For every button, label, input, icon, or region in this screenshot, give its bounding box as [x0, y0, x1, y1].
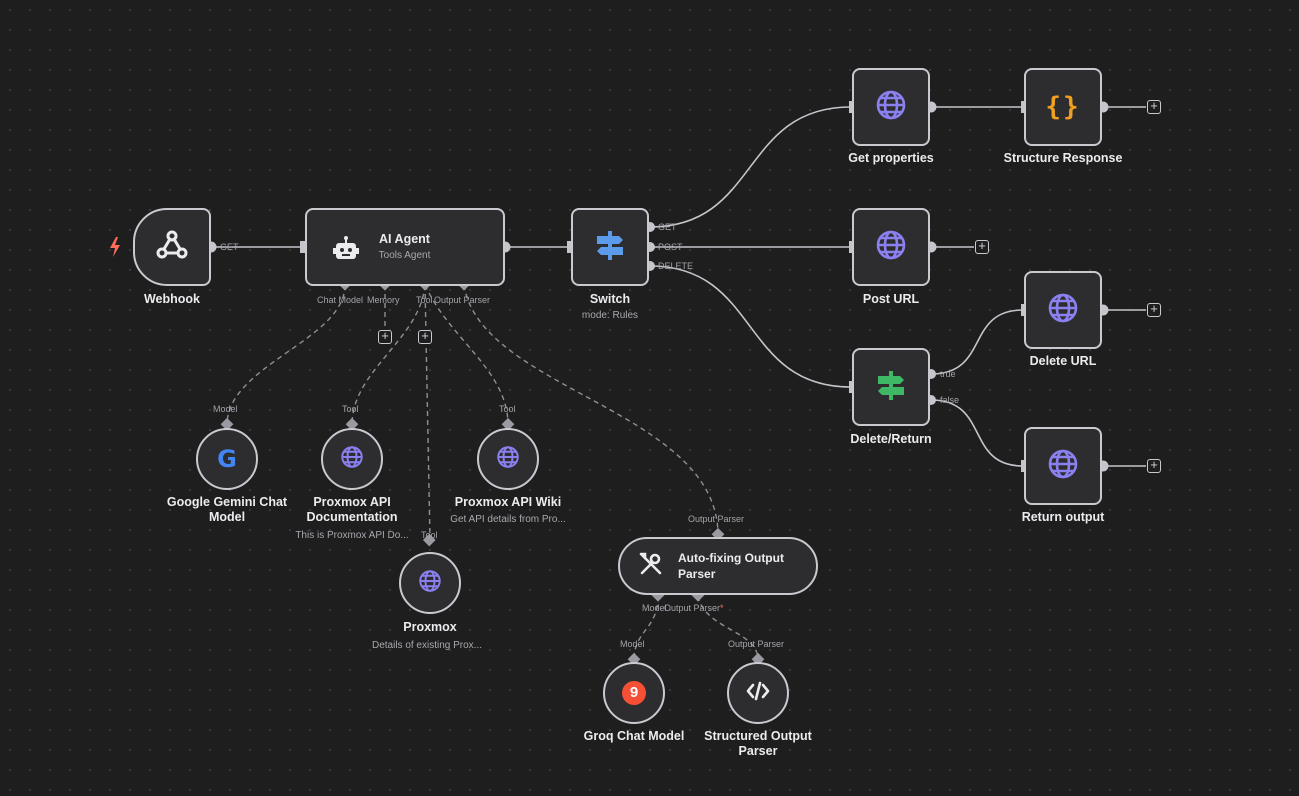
proxmox-wiki-label: Proxmox API Wiki: [454, 495, 562, 509]
google-icon: G: [217, 445, 237, 473]
return-output-label: Return output: [1021, 510, 1105, 524]
groq-icon: 9: [622, 681, 646, 705]
switch-output-delete: DELETE: [658, 261, 694, 271]
delete-url-node[interactable]: [1024, 271, 1102, 349]
webhook-label: Webhook: [143, 292, 201, 306]
connection-wiki-tool: [424, 284, 509, 426]
gemini-node[interactable]: G: [196, 428, 258, 490]
connection-switch-delete: [649, 265, 852, 388]
globe-icon: [1047, 292, 1079, 329]
connection-gemini-chatmodel: [226, 284, 346, 426]
add-after-return-button[interactable]: +: [1147, 458, 1161, 473]
proxmox-doc-label: Proxmox API Documentation: [306, 495, 398, 524]
structured-port-label: Output Parser: [728, 639, 785, 649]
delete-return-label: Delete/Return: [850, 432, 932, 446]
required-mark: *: [720, 603, 724, 613]
delete-url-label: Delete URL: [1029, 354, 1097, 368]
autofix-port-output-parser-text: Output Parser: [664, 603, 721, 613]
connection-proxmox-tool: [424, 284, 431, 541]
post-url-label: Post URL: [862, 292, 920, 306]
connection-structured-parser: [697, 595, 759, 661]
webhook-node[interactable]: [133, 208, 211, 286]
connection-switch-get: [649, 106, 852, 228]
add-tool-button[interactable]: +: [418, 329, 432, 344]
structured-node[interactable]: [727, 662, 789, 724]
proxmox-wiki-port-label: Tool: [499, 404, 516, 414]
webhook-icon: [154, 227, 190, 268]
port-label-output-parser: Output Parser: [434, 295, 491, 305]
port-label-chat-model: Chat Model: [317, 295, 364, 305]
globe-icon: [1047, 448, 1079, 485]
add-memory-button[interactable]: +: [378, 329, 392, 344]
autofix-port-model: Model: [642, 603, 667, 613]
gemini-port-label: Model: [213, 404, 238, 414]
connection-false-return: [930, 399, 1024, 467]
connection-true-delete: [930, 309, 1024, 375]
ai-agent-title: AI Agent: [379, 232, 430, 246]
structure-response-label: Structure Response: [1003, 151, 1123, 165]
signpost-icon: [593, 228, 627, 267]
autofix-port-label: Output Parser: [688, 514, 745, 524]
proxmox-wiki-subtitle: Get API details from Pro...: [450, 514, 566, 525]
groq-port-label: Model: [620, 639, 645, 649]
if-output-false: false: [940, 395, 960, 405]
proxmox-doc-subtitle: This is Proxmox API Do...: [295, 530, 409, 541]
connection-doc-tool: [351, 284, 426, 426]
port-label-memory: Memory: [367, 295, 400, 305]
gemini-label: Google Gemini Chat Model: [166, 495, 288, 524]
delete-return-node[interactable]: [852, 348, 930, 426]
braces-icon: {}: [1045, 92, 1081, 122]
proxmox-node[interactable]: [399, 552, 461, 614]
connection-groq-model: [633, 595, 659, 661]
return-output-node[interactable]: [1024, 427, 1102, 505]
autofix-node[interactable]: Auto-fixing Output Parser: [618, 537, 818, 595]
proxmox-label: Proxmox: [403, 620, 457, 634]
post-url-node[interactable]: [852, 208, 930, 286]
if-output-true: true: [940, 369, 956, 379]
proxmox-doc-node[interactable]: [321, 428, 383, 490]
webhook-output-label: GET: [220, 242, 239, 252]
robot-icon: [331, 234, 361, 269]
proxmox-subtitle: Details of existing Prox...: [371, 640, 483, 651]
proxmox-port-label: Tool: [421, 530, 438, 540]
groq-node[interactable]: 9: [603, 662, 665, 724]
switch-output-post: POST: [658, 242, 683, 252]
add-after-post-button[interactable]: +: [975, 239, 989, 254]
port-label-tool: Tool: [416, 295, 433, 305]
get-properties-node[interactable]: [852, 68, 930, 146]
globe-icon: [496, 445, 520, 474]
structured-label: Structured Output Parser: [704, 729, 812, 758]
wrench-screwdriver-icon: [638, 551, 664, 582]
signpost-icon: [874, 368, 908, 407]
switch-node[interactable]: [571, 208, 649, 286]
switch-label: Switch: [589, 292, 631, 306]
groq-label: Groq Chat Model: [583, 729, 685, 743]
globe-icon: [875, 229, 907, 266]
globe-icon: [340, 445, 364, 474]
trigger-bolt-icon: [108, 237, 122, 262]
switch-output-get: GET: [658, 222, 677, 232]
autofix-title: Auto-fixing Output Parser: [678, 551, 784, 581]
connection-autofix-parser: [463, 284, 719, 536]
code-icon: [746, 681, 770, 706]
structure-response-node[interactable]: {}: [1024, 68, 1102, 146]
globe-icon: [418, 569, 442, 598]
add-after-delete-button[interactable]: +: [1147, 302, 1161, 317]
proxmox-wiki-node[interactable]: [477, 428, 539, 490]
ai-agent-subtitle: Tools Agent: [378, 250, 431, 261]
switch-subtitle: mode: Rules: [581, 310, 639, 321]
add-after-structure-button[interactable]: +: [1147, 99, 1161, 114]
autofix-port-output-parser: Output Parser*: [664, 603, 724, 613]
get-properties-label: Get properties: [848, 151, 934, 165]
globe-icon: [875, 89, 907, 126]
proxmox-doc-port-label: Tool: [342, 404, 359, 414]
ai-agent-node[interactable]: AI Agent Tools Agent: [305, 208, 505, 286]
